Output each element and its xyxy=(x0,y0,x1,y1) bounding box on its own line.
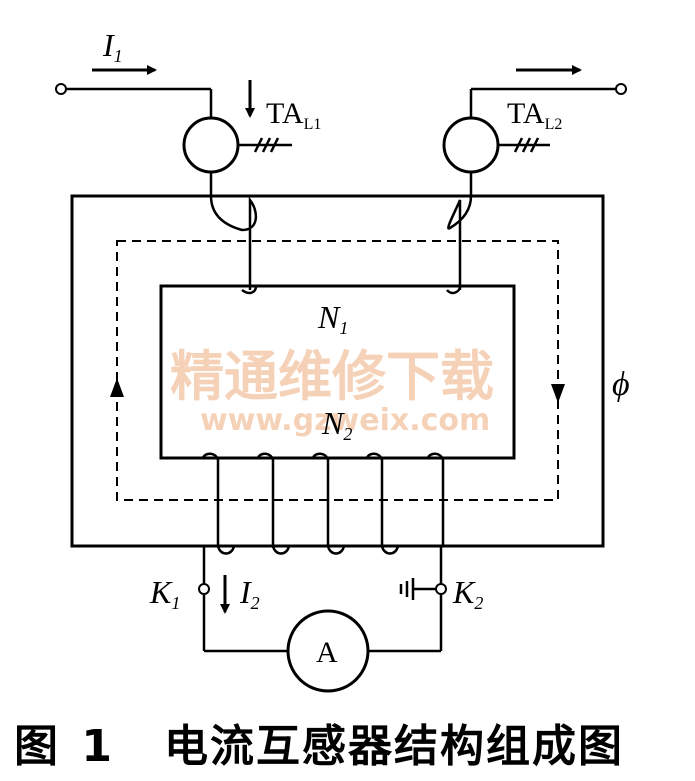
label-ta-l2: TAL2 xyxy=(507,97,562,133)
ta-l2-output xyxy=(498,137,550,153)
primary-right-lead xyxy=(469,83,627,196)
label-phi: ϕ xyxy=(612,366,630,403)
ta-l2-transformer xyxy=(442,116,500,174)
primary-winding-n1 xyxy=(209,195,473,295)
caption-title: 电流互感器结构组成图 xyxy=(164,721,624,772)
flux-path xyxy=(116,240,559,501)
flux-arrow-down xyxy=(551,384,565,403)
ground-symbol xyxy=(399,578,415,600)
label-n1: N1 xyxy=(317,299,348,338)
ta-l1-transformer xyxy=(182,116,240,174)
caption-number: 图 1 xyxy=(14,721,116,772)
terminal-k1 xyxy=(198,583,210,595)
watermark-cn: 精通维修下载 xyxy=(170,345,494,408)
terminal-k2 xyxy=(435,583,447,595)
terminal-right-out xyxy=(615,83,627,95)
label-ammeter: A xyxy=(316,636,338,669)
core-inner xyxy=(159,284,516,460)
secondary-circuit xyxy=(198,546,447,693)
core-outer xyxy=(70,194,605,548)
secondary-winding-n2 xyxy=(201,452,445,555)
label-i1: I1 xyxy=(102,27,123,66)
label-k1: K1 xyxy=(149,574,180,613)
figure-caption: 图 1 电流互感器结构组成图 xyxy=(0,712,695,772)
flux-arrow-up xyxy=(110,378,124,397)
watermark-url: www.gzweix.com xyxy=(200,403,490,438)
primary-left-lead xyxy=(55,83,213,196)
label-n2: N2 xyxy=(321,405,352,444)
label-ta-l1: TAL1 xyxy=(266,97,321,133)
current-transformer-diagram: 精通维修下载 www.gzweix.com I1 TAL1 TAL2 N1 N2… xyxy=(55,27,630,693)
terminal-left-in xyxy=(55,83,67,95)
label-i2: I2 xyxy=(239,574,260,613)
ta-l1-output xyxy=(238,137,292,153)
label-k2: K2 xyxy=(452,574,483,613)
